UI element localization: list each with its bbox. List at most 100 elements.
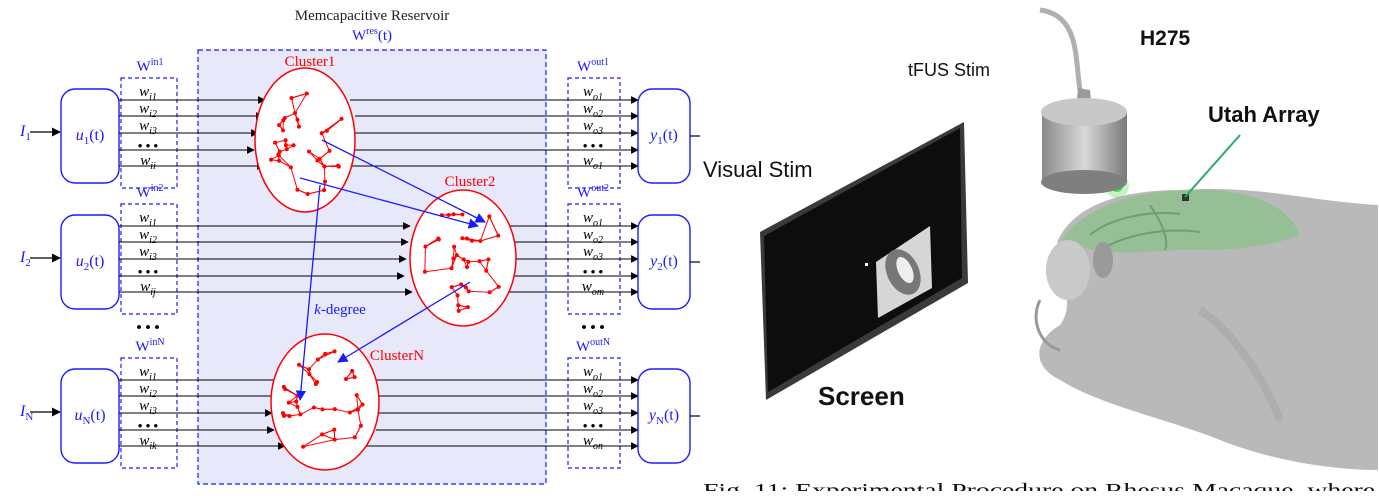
cluster-node <box>488 290 492 294</box>
cluster-node <box>282 385 286 389</box>
cluster-ellipse <box>255 68 355 212</box>
wout-dots: • • • <box>583 418 604 433</box>
cluster-node <box>361 403 365 407</box>
cluster-node <box>462 257 466 261</box>
cluster-node <box>323 180 327 184</box>
cluster-node <box>277 153 281 157</box>
cluster-node <box>353 375 357 379</box>
label-h275: H275 <box>1140 27 1191 50</box>
cluster-node <box>470 239 474 243</box>
cluster-node <box>423 270 427 274</box>
cluster-node <box>289 165 293 169</box>
cluster-node <box>277 123 281 127</box>
cluster-node <box>307 150 311 154</box>
cluster-node <box>465 237 469 241</box>
cluster-node <box>285 147 289 151</box>
input-label: IN <box>19 403 33 423</box>
cluster-node <box>486 257 490 261</box>
cluster-node <box>296 118 300 122</box>
cluster-node <box>460 212 464 216</box>
cluster-node <box>487 214 491 218</box>
cluster-node <box>348 411 352 415</box>
cluster-node <box>333 349 337 353</box>
cluster-node <box>287 401 291 405</box>
macaque-head <box>1036 174 1378 470</box>
input-label: I1 <box>19 123 31 143</box>
win-dots: • • • <box>138 418 159 433</box>
cluster-node <box>340 117 344 121</box>
wres-label: Wres(t) <box>352 26 392 44</box>
cluster-node <box>307 367 311 371</box>
reservoir-title: Memcapacitive Reservoir <box>295 8 450 24</box>
cluster-node <box>337 165 341 169</box>
cluster-node <box>423 245 427 249</box>
cluster-label: ClusterN <box>370 348 424 364</box>
cluster-node <box>332 428 336 432</box>
wout-header: WoutN <box>576 337 610 355</box>
cluster-node <box>322 164 326 168</box>
cluster-node <box>333 438 337 442</box>
cluster-node <box>447 213 451 217</box>
cluster-node <box>328 149 332 153</box>
cluster-node <box>283 116 287 120</box>
cluster-node <box>292 143 296 147</box>
experiment-illustration: H275 tFUS Stim Utah Array Visual Stim Sc… <box>703 10 1378 470</box>
cluster-node <box>465 265 469 269</box>
cluster-node <box>477 259 481 263</box>
win-ellipsis: • • • <box>136 320 159 336</box>
cluster-edge <box>324 166 325 181</box>
wout-header: Wout1 <box>577 57 609 75</box>
cluster-node <box>294 399 298 403</box>
cluster-node <box>452 245 456 249</box>
cluster-node <box>289 96 293 100</box>
label-screen: Screen <box>818 381 905 411</box>
win-dots: • • • <box>138 264 159 279</box>
cluster-node <box>312 405 316 409</box>
cluster-node <box>478 239 482 243</box>
cluster-node <box>457 309 461 313</box>
cluster-node <box>298 412 302 416</box>
cluster-node <box>466 260 470 264</box>
wout-ellipsis: • • • <box>581 320 604 336</box>
cluster-node <box>355 393 359 397</box>
cluster-node <box>315 159 319 163</box>
cluster-node <box>496 234 500 238</box>
cluster-node <box>316 357 320 361</box>
cluster-node <box>315 380 319 384</box>
cluster-node <box>356 408 360 412</box>
cluster-node <box>449 266 453 270</box>
cluster-node <box>284 143 288 147</box>
cluster-node <box>269 158 273 162</box>
utah-array-lead <box>1185 135 1240 197</box>
label-visual-stim: Visual Stim <box>703 157 813 182</box>
win-header: Win1 <box>137 57 164 75</box>
cluster-node <box>460 236 464 240</box>
cluster-node <box>305 92 309 96</box>
cluster-node <box>466 305 470 309</box>
cluster-node <box>467 289 471 293</box>
cluster-node <box>452 212 456 216</box>
input-label: I2 <box>19 249 31 269</box>
cluster-node <box>306 192 310 196</box>
cluster-node <box>323 352 327 356</box>
cluster-node <box>456 293 460 297</box>
wout-dots: • • • <box>583 138 604 153</box>
cluster-node <box>297 125 301 129</box>
label-tfus-stim: tFUS Stim <box>908 60 990 80</box>
cluster-node <box>333 407 337 411</box>
cluster-node <box>273 141 277 145</box>
cluster-node <box>320 407 324 411</box>
cluster-node <box>344 377 348 381</box>
cluster-node <box>277 159 281 163</box>
cluster-node <box>295 405 299 409</box>
win-header: Win2 <box>137 183 164 201</box>
wout-header: Wout2 <box>577 183 609 201</box>
cluster-node <box>325 129 329 133</box>
cluster-edge <box>425 247 426 272</box>
cluster-node <box>497 285 501 289</box>
cluster-node <box>295 394 299 398</box>
cluster-node <box>455 253 459 257</box>
cluster-node <box>359 424 363 428</box>
